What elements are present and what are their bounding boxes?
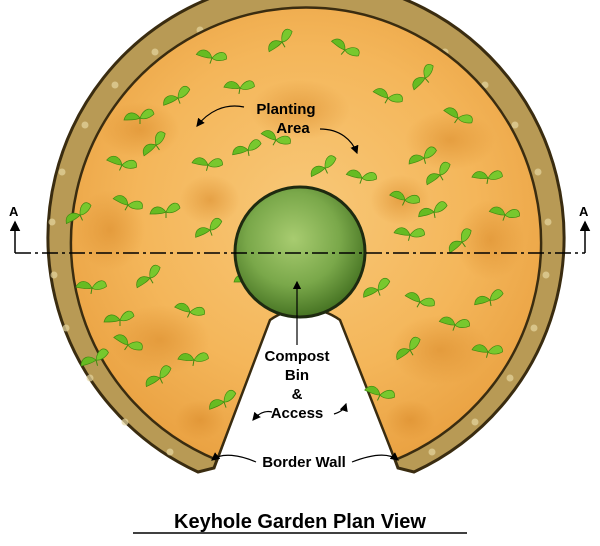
compost-bin xyxy=(233,185,367,319)
border-wall-arrow-right xyxy=(351,452,399,463)
compost-label-line1: Compost xyxy=(265,348,330,365)
planting-area-label-line2: Area xyxy=(276,120,310,137)
border-wall-arrow-left xyxy=(211,452,257,463)
planting-arrow-left xyxy=(196,105,245,127)
soil-texture xyxy=(75,80,525,440)
compost-label-line2: Bin xyxy=(285,367,309,384)
planting-area-label-line1: Planting xyxy=(256,101,315,118)
access-arrow-left xyxy=(252,410,273,421)
compost-label-line4: Access xyxy=(271,405,324,422)
diagram-title: Keyhole Garden Plan View xyxy=(174,511,426,533)
planting-arrow-right xyxy=(319,128,359,155)
section-label-right: A xyxy=(579,204,589,219)
compost-label-line3: & xyxy=(292,386,303,403)
border-wall-label: Border Wall xyxy=(262,454,346,471)
access-arrow-right xyxy=(333,402,348,415)
section-label-left: A xyxy=(9,204,19,219)
